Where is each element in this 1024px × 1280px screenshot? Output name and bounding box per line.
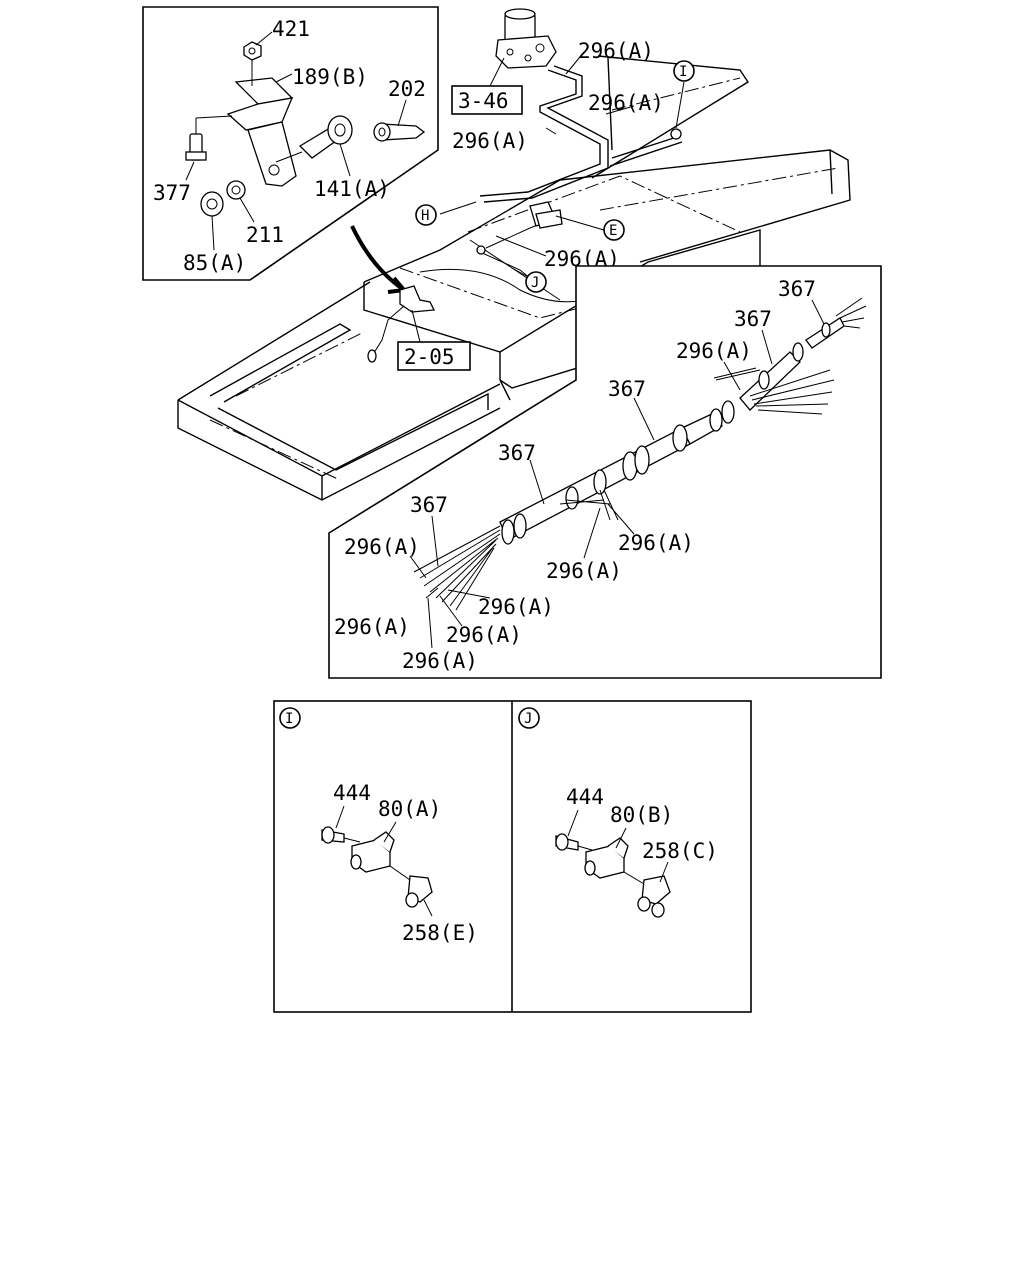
svg-text:E: E	[609, 223, 617, 239]
label-296a-1: 296(A)	[578, 39, 654, 63]
nut-421-part	[243, 41, 262, 61]
label-421: 421	[272, 17, 310, 41]
elbow-258c-part	[637, 875, 671, 918]
washer-211-part	[226, 180, 246, 200]
bolt-444-part-J	[555, 833, 593, 851]
bolt-377-part	[185, 115, 233, 161]
bolt-444-part-I	[321, 826, 361, 844]
label-296a-5: 296(A)	[676, 339, 752, 363]
ref-2-05-label: 2-05	[404, 345, 455, 369]
svg-text:I: I	[679, 64, 687, 80]
callout-J-top: J	[525, 271, 547, 293]
detail-panels	[273, 700, 752, 1013]
label-367-5: 367	[410, 493, 448, 517]
label-296a-10: 296(A)	[334, 615, 410, 639]
label-296a-11: 296(A)	[446, 623, 522, 647]
label-367-4: 367	[498, 441, 536, 465]
label-211: 211	[246, 223, 284, 247]
label-444-J: 444	[566, 785, 604, 809]
nut-85a-part	[200, 191, 224, 217]
label-85a: 85(A)	[183, 251, 246, 275]
bracket-189b-part	[226, 60, 297, 187]
label-367-1: 367	[778, 277, 816, 301]
svg-text:H: H	[421, 208, 429, 224]
fitting-202-part	[373, 122, 426, 142]
ref-box-3-46: 3-46	[451, 85, 523, 115]
label-141a: 141(A)	[314, 177, 390, 201]
label-296a-9: 296(A)	[478, 595, 554, 619]
label-80a: 80(A)	[378, 797, 441, 821]
label-296a-8: 296(A)	[546, 559, 622, 583]
panel-J-callout: J	[524, 711, 532, 727]
label-202: 202	[388, 77, 426, 101]
ref-3-46-label: 3-46	[458, 89, 509, 113]
label-80b: 80(B)	[610, 803, 673, 827]
label-296a-6: 296(A)	[344, 535, 420, 559]
chassis-frame	[177, 55, 851, 501]
bracket-inset-panel: 421 189(B) 202 377 141(A) 211 85(A)	[142, 6, 439, 281]
label-296a-7: 296(A)	[618, 531, 694, 555]
panel-I-callout: I	[285, 711, 293, 727]
ref-box-2-05: 2-05	[397, 341, 471, 371]
callout-I-top: I	[673, 60, 695, 82]
label-367-2: 367	[734, 307, 772, 331]
callout-E: E	[603, 219, 625, 241]
tee-80b-part	[584, 837, 645, 885]
label-377: 377	[153, 181, 191, 205]
detail-panel-I: I 444 80(A) 258(E)	[279, 707, 478, 945]
label-296a-3: 296(A)	[452, 129, 528, 153]
elbow-258e-part	[405, 875, 433, 908]
callout-H: H	[415, 204, 437, 226]
brake-pipes	[367, 65, 683, 363]
label-296a-2: 296(A)	[588, 91, 664, 115]
label-258c: 258(C)	[642, 839, 718, 863]
label-189b: 189(B)	[292, 65, 368, 89]
valve-assembly	[495, 8, 557, 69]
tee-80a-part	[350, 831, 411, 881]
label-258e: 258(E)	[402, 921, 478, 945]
label-367-3: 367	[608, 377, 646, 401]
inset-pointer-arrow	[350, 225, 406, 294]
harness-detail-panel: 367 367 296(A) 367 367 367 296(A) 296(A)…	[328, 265, 882, 679]
label-444-I: 444	[333, 781, 371, 805]
detail-panel-J: J 444 80(B) 258(C)	[518, 707, 718, 918]
label-296a-12: 296(A)	[402, 649, 478, 673]
fitting-141a-part	[275, 115, 353, 163]
svg-text:J: J	[531, 275, 539, 291]
